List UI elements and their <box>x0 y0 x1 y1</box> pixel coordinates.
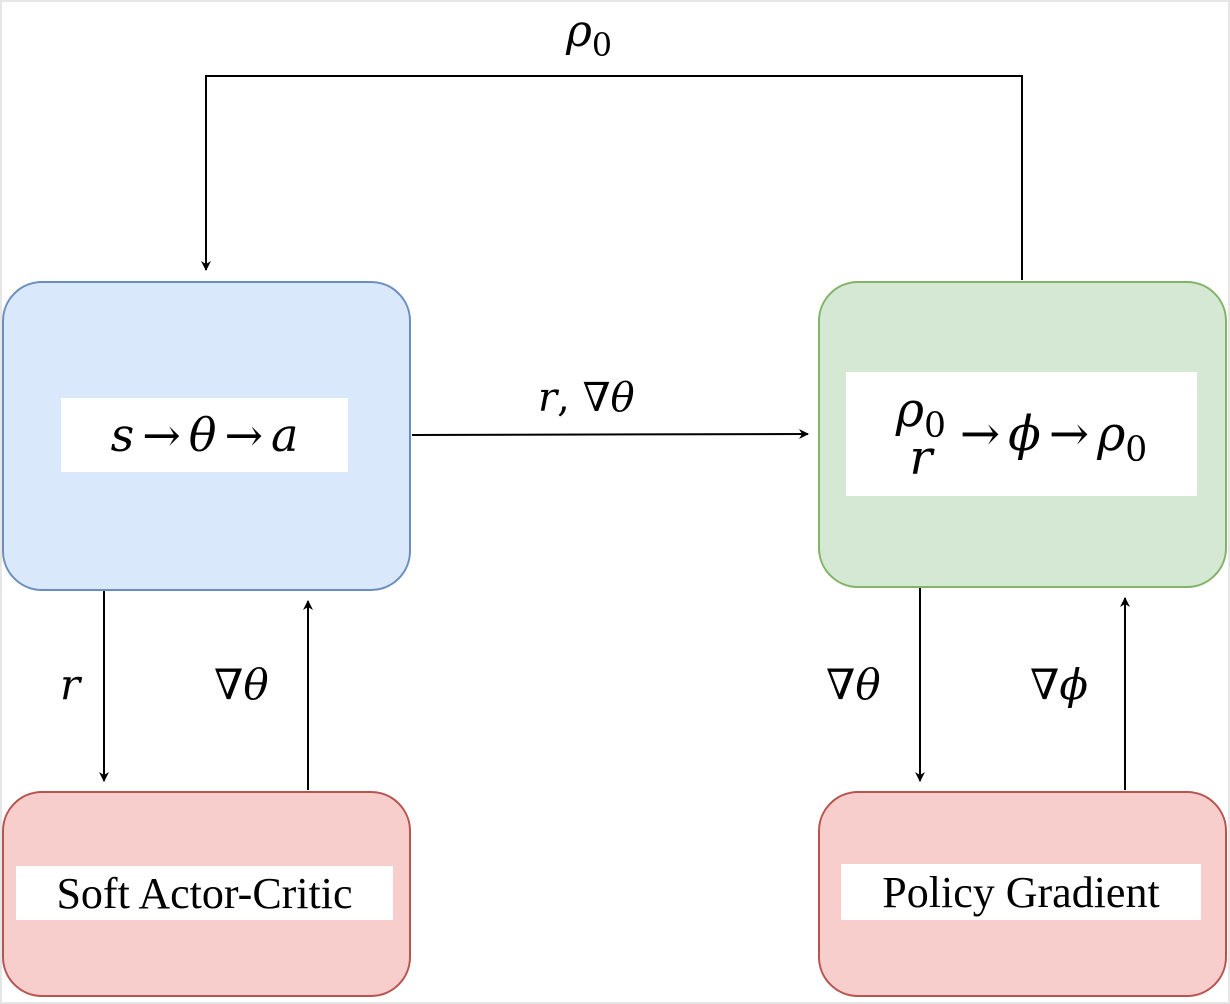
left-up-label: ∇θ <box>214 660 269 709</box>
right-down-label: ∇θ <box>826 660 881 709</box>
action-symbol: a <box>270 408 299 462</box>
adversary-arrow-1: → <box>959 406 1001 462</box>
edge-policy-to-adversary <box>411 429 809 440</box>
adversary-output-rho: ρ0 <box>1097 406 1148 471</box>
policy-mapping-tile: s → θ → a <box>61 398 348 472</box>
state-symbol: s <box>110 408 135 462</box>
adversary-arrow-2: → <box>1048 406 1090 462</box>
edge-adversary-to-policy-top <box>201 75 1023 280</box>
policy-arrow-1: → <box>142 408 181 462</box>
phi-symbol: ϕ <box>1008 406 1041 462</box>
pg-label: Policy Gradient <box>841 864 1201 920</box>
adversary-input-rho: ρ0 <box>895 382 946 447</box>
right-up-label: ∇ϕ <box>1030 660 1088 709</box>
left-down-label: r <box>60 660 81 709</box>
adversary-inputs: ρ0 r <box>896 386 946 482</box>
policy-arrow-2: → <box>224 408 263 462</box>
top-loop-label: ρ0 <box>566 6 613 65</box>
theta-symbol: θ <box>188 408 217 462</box>
adversary-mapping-tile: ρ0 r → ϕ → ρ0 <box>846 372 1197 496</box>
sac-label: Soft Actor-Critic <box>16 866 393 920</box>
middle-edge-label: r, ∇θ <box>538 375 635 421</box>
adversary-input-r: r <box>909 430 933 486</box>
